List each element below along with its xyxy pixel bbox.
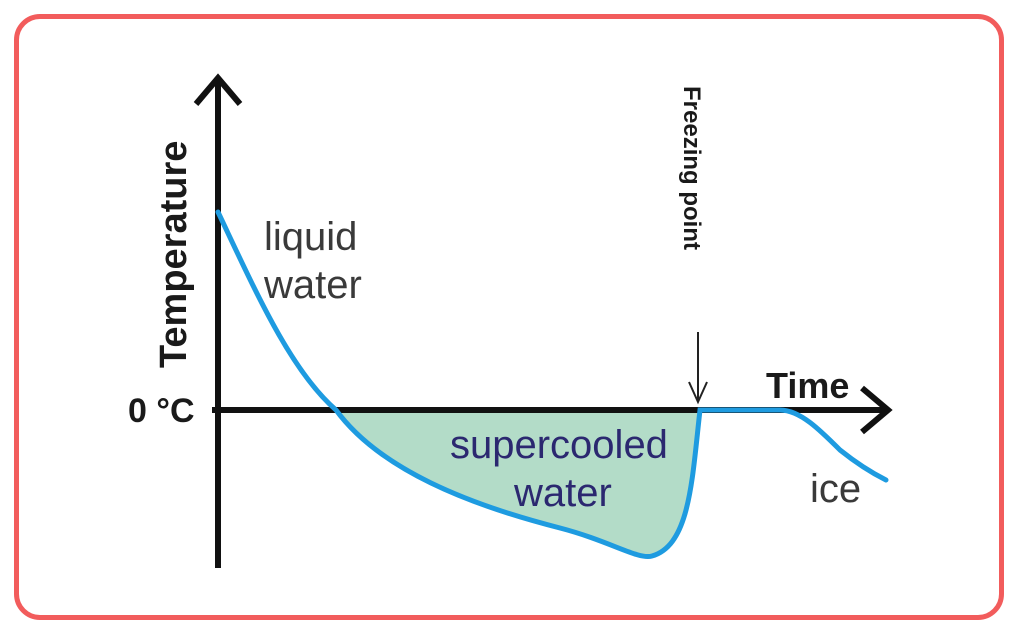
x-axis-arrowhead <box>860 385 893 435</box>
ice-label: ice <box>810 467 861 511</box>
liquid-water-label-line1: liquid <box>264 215 357 259</box>
freezing-point-label: Freezing point <box>678 86 705 250</box>
y-axis-arrowhead <box>193 73 243 106</box>
diagram-frame <box>14 14 1004 620</box>
freezing-point-arrowhead <box>688 381 708 405</box>
cooling-curve <box>215 209 889 560</box>
supercooled-water-label-line1: supercooled <box>450 423 668 467</box>
supercooled-region <box>336 410 700 557</box>
x-axis-label: Time <box>766 365 849 406</box>
y-axis-label: Temperature <box>153 141 195 368</box>
zero-celsius-label: 0 °C <box>128 392 195 430</box>
liquid-water-label-line2: water <box>263 263 362 307</box>
supercooled-water-label-line2: water <box>513 471 612 515</box>
